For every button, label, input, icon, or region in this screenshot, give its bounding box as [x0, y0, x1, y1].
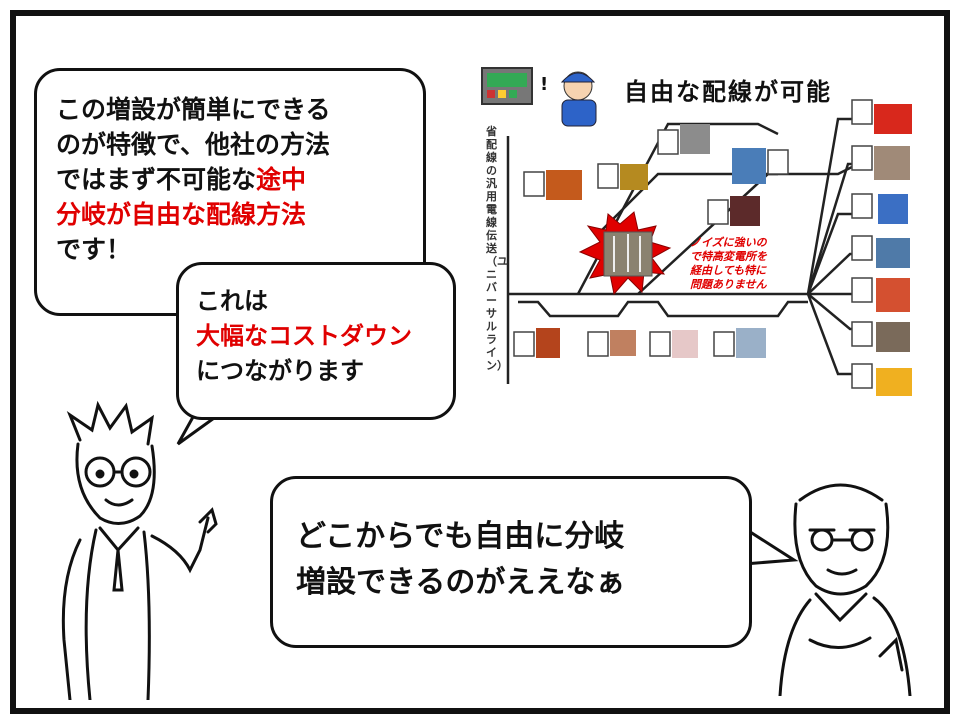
- speech-text-middle: これは 大幅なコストダウン につながります: [196, 287, 412, 385]
- speech-bubble-right: [270, 476, 752, 648]
- speech-tail-right: [743, 526, 799, 566]
- wiring-diagram: !: [481, 67, 912, 396]
- equipment-photos: [536, 104, 912, 396]
- diagram-title: 自由な配線が可能: [624, 78, 832, 106]
- control-panel-icon: [481, 67, 533, 105]
- speech-text-left: この増設が簡単にできる のが特徴で、他社の方法 ではまず不可能な途中 分岐が自由…: [56, 95, 331, 264]
- diagram-vertical-label: 省配線の汎用電線伝送（ユニバーサルライン）: [486, 125, 508, 372]
- presenter-character: [61, 400, 218, 700]
- speech-bubble-middle: [176, 262, 456, 420]
- worker-icon: [560, 71, 597, 127]
- elder-character: [778, 483, 912, 696]
- noise-note: ノイズに強いの で特高変電所を 経由しても特に 問題ありません: [690, 236, 767, 291]
- speech-text-right: どこからでも自由に分岐 増設できるのがええなぁ: [296, 519, 626, 600]
- device-boxes: [513, 99, 873, 389]
- substation-burst: [578, 211, 672, 296]
- svg-text:!: !: [540, 74, 548, 95]
